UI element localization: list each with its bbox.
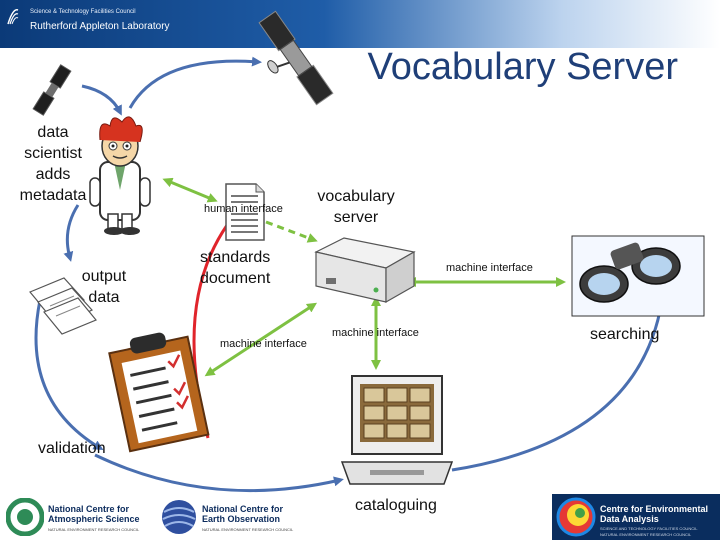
label-machine-interface-right: machine interface [446, 262, 533, 274]
binoculars-icon [571, 235, 705, 317]
document-icon [225, 183, 265, 241]
satellite-icon [258, 10, 334, 106]
ceda-sub2: NATURAL ENVIRONMENT RESEARCH COUNCIL [600, 532, 692, 537]
catalogue-computer-icon [340, 375, 454, 485]
satellite-icon [32, 64, 72, 116]
ceda-logo-icon [556, 497, 596, 537]
nceo-logo-icon [162, 500, 196, 534]
arrow-bottom-to-catalogue [94, 453, 344, 493]
ncas-sub: NATURAL ENVIRONMENT RESEARCH COUNCIL [48, 527, 140, 532]
label-output-data-text: output data [81, 268, 127, 306]
nceo-sub: NATURAL ENVIRONMENT RESEARCH COUNCIL [202, 527, 294, 532]
arrow-right-loop [451, 296, 667, 472]
label-cataloguing: cataloguing [355, 497, 437, 514]
arrow-scientist-to-output [63, 204, 80, 262]
label-validation: validation [38, 440, 106, 457]
ncas-logo-icon [6, 498, 44, 536]
arrow-human-interface-to-server [265, 220, 318, 243]
label-machine-interface-bottom: machine interface [332, 327, 419, 339]
label-standards-document: standards document [200, 247, 292, 289]
scientist-icon [89, 116, 151, 235]
arrow-top-to-satellite [128, 56, 262, 109]
label-output-data: output data [72, 266, 136, 308]
label-human-interface: human interface [204, 203, 283, 215]
label-data-scientist: data scientist adds metadata [14, 122, 92, 206]
org-name-text: Rutherford Appleton Laboratory [30, 21, 170, 32]
label-vocabulary-server: vocabulary server [306, 186, 406, 228]
page-title: Vocabulary Server [367, 46, 679, 88]
arrow-left-loop [34, 299, 104, 451]
server-icon [314, 237, 416, 304]
clipboard-icon [108, 332, 210, 453]
ceda-line1: Centre for Environmental [600, 504, 709, 514]
label-machine-interface-left: machine interface [220, 338, 307, 350]
ral-logo-icon [7, 9, 19, 25]
arrow-scientist-human-interface [162, 177, 218, 203]
nceo-line1: National Centre for [202, 504, 284, 514]
label-searching: searching [590, 326, 660, 343]
ncas-line1: National Centre for [48, 504, 130, 514]
arrow-satellite-to-scientist [81, 84, 122, 116]
label-data-scientist-text: data scientist adds metadata [19, 124, 87, 204]
label-standards-document-text: standards document [200, 249, 271, 287]
org-small-text: Science & Technology Facilities Council [30, 9, 136, 15]
ceda-sub1: SCIENCE AND TECHNOLOGY FACILITIES COUNCI… [600, 526, 698, 531]
nceo-line2: Earth Observation [202, 514, 281, 524]
header-band: Science & Technology Facilities Council … [0, 0, 720, 48]
arrow-server-clipboard [204, 302, 318, 377]
files-icon [29, 277, 97, 335]
label-vocabulary-server-text: vocabulary server [317, 188, 395, 226]
ncas-line2: Atmospheric Science [48, 514, 140, 524]
ceda-line2: Data Analysis [600, 514, 659, 524]
